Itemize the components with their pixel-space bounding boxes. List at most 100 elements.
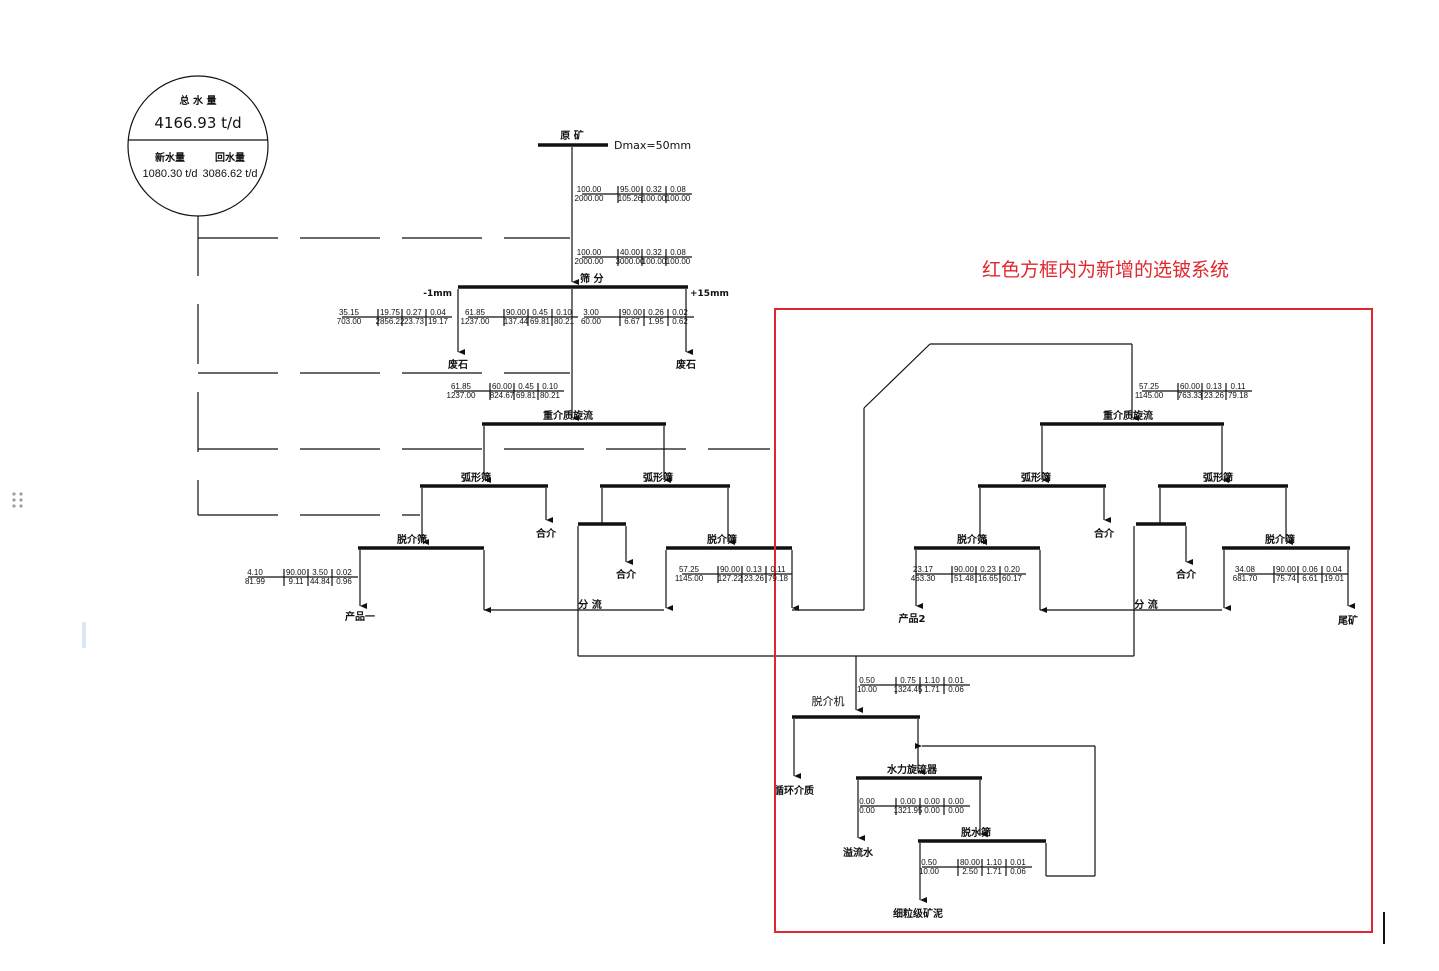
table-cell: 90.00 [622,308,643,317]
table-cell: 80.21 [554,317,575,326]
table-cell: 61.85 [465,308,486,317]
table-cell: 0.02 [336,568,352,577]
table-cell: 0.96 [336,577,352,586]
table-cell: 3.50 [312,568,328,577]
table-cell: 0.06 [1302,565,1318,574]
table-cell: 60.17 [1002,574,1023,583]
demag-label: 脱介机 [812,694,845,708]
new-water-value: 1080.30 t/d [142,168,197,180]
drain-screen-2-label: 脱介筛 [707,533,737,546]
table-cell: 0.00 [859,806,875,815]
correct-medium-2-label: 合介 [615,568,637,581]
table-cell: 0.00 [859,797,875,806]
table-cell: 0.50 [859,676,875,685]
table-cell: 23.26 [744,574,765,583]
correct-medium-4-label: 合介 [1175,568,1197,581]
return-water-label: 回水量 [215,151,245,164]
total-water-label: 总 水 量 [180,94,217,107]
table-cell: 0.00 [924,806,940,815]
new-system-note: 红色方框内为新增的选铍系统 [982,259,1229,281]
table-cell: 0.04 [1326,565,1342,574]
water-lines [197,216,770,516]
hydrocyclone-label: 水力旋流器 [886,763,938,776]
table-cell: 10.00 [919,867,940,876]
table-cell: 0.04 [430,308,446,317]
table-cell: 90.00 [286,568,307,577]
table-cell: 0.32 [646,248,662,257]
table-cell: 1145.00 [675,574,704,583]
table-cell: 1.71 [924,685,940,694]
table-cell: 23.73 [404,317,425,326]
new-water-label: 新水量 [155,151,185,164]
water-balance-circle: 总 水 量 4166.93 t/d 新水量 回水量 1080.30 t/d 30… [127,75,269,217]
correct-medium-1-label: 合介 [535,527,557,540]
table-cell: 2000.00 [575,257,604,266]
table-cell: 79.18 [1228,391,1249,400]
drag-handle-icon[interactable] [12,492,23,508]
table-cell: 1.10 [986,858,1002,867]
sieve-bend-4-label: 弧形筛 [1203,471,1233,484]
table-cell: 90.00 [720,565,741,574]
table-cell: 0.00 [948,797,964,806]
table-cell: 0.20 [1004,565,1020,574]
new-system-highlight-box [774,308,1373,933]
table-cell: 0.32 [646,185,662,194]
table-cell: 2856.22 [376,317,405,326]
table-cell: 0.00 [900,797,916,806]
table-cell: 6.61 [1302,574,1318,583]
total-water-value: 4166.93 t/d [154,114,241,132]
table-cell: 0.10 [556,308,572,317]
dms-cyclone-2-label: 重介质旋流 [1103,409,1153,422]
table-cell: 137.44 [504,317,529,326]
dms-circuit-left: 重介质旋流 弧形筛 弧形筛 合介 脱介筛 产品一 合介 脱介筛 分 流 [345,343,1139,656]
table-cell: 60.00 [1180,382,1201,391]
table-cell: 4.10 [247,568,263,577]
table-cell: 90.00 [1276,565,1297,574]
scroll-marker [82,622,86,648]
table-cell: 100.00 [642,257,667,266]
table-cell: 1324.45 [894,685,923,694]
return-water-value: 3086.62 t/d [202,168,257,180]
feed-label: 原 矿 [560,129,583,142]
table-cell: 0.45 [532,308,548,317]
table-cell: 0.06 [1010,867,1026,876]
table-cell: 90.00 [954,565,975,574]
product-1-label: 产品一 [345,610,375,623]
table-cell: 3.00 [583,308,599,317]
table-cell: 0.75 [900,676,916,685]
waste-2-label: 废石 [676,358,696,371]
table-cell: 69.81 [516,391,537,400]
data-tables: 100.002000.0095.00105.260.32100.000.0810… [245,185,1348,876]
table-cell: 100.00 [577,185,602,194]
sieve-bend-1-label: 弧形筛 [461,471,491,484]
table-cell: 6.67 [624,317,640,326]
sieve-bend-2-label: 弧形筛 [643,471,673,484]
table-cell: 824.67 [490,391,515,400]
table-cell: 10.00 [857,685,878,694]
table-cell: 19.75 [380,308,401,317]
correct-medium-3-label: 合介 [1093,527,1115,540]
table-cell: 100.00 [642,194,667,203]
sieve-bend-3-label: 弧形筛 [1021,471,1051,484]
table-cell: 0.06 [948,685,964,694]
table-cell: 1145.00 [1135,391,1164,400]
table-cell: 1.10 [924,676,940,685]
table-cell: 51.48 [954,574,975,583]
table-cell: 61.85 [451,382,472,391]
table-cell: 60.00 [492,382,513,391]
table-cell: 23.17 [913,565,934,574]
table-cell: 0.13 [746,565,762,574]
table-cell: 100.00 [666,194,691,203]
table-t4: 61.851237.0090.00137.440.4569.810.1080.2… [461,308,578,326]
fine-cut-label: -1mm [423,289,452,299]
feed-section: 原 矿 Dmax=50mm 筛 分 -1mm +15mm 废石 废石 [423,129,729,421]
table-cell: 19.17 [428,317,449,326]
table-cell: 1.71 [986,867,1002,876]
table-cell: 0.00 [924,797,940,806]
slime-label: 细粒级矿泥 [893,907,943,920]
